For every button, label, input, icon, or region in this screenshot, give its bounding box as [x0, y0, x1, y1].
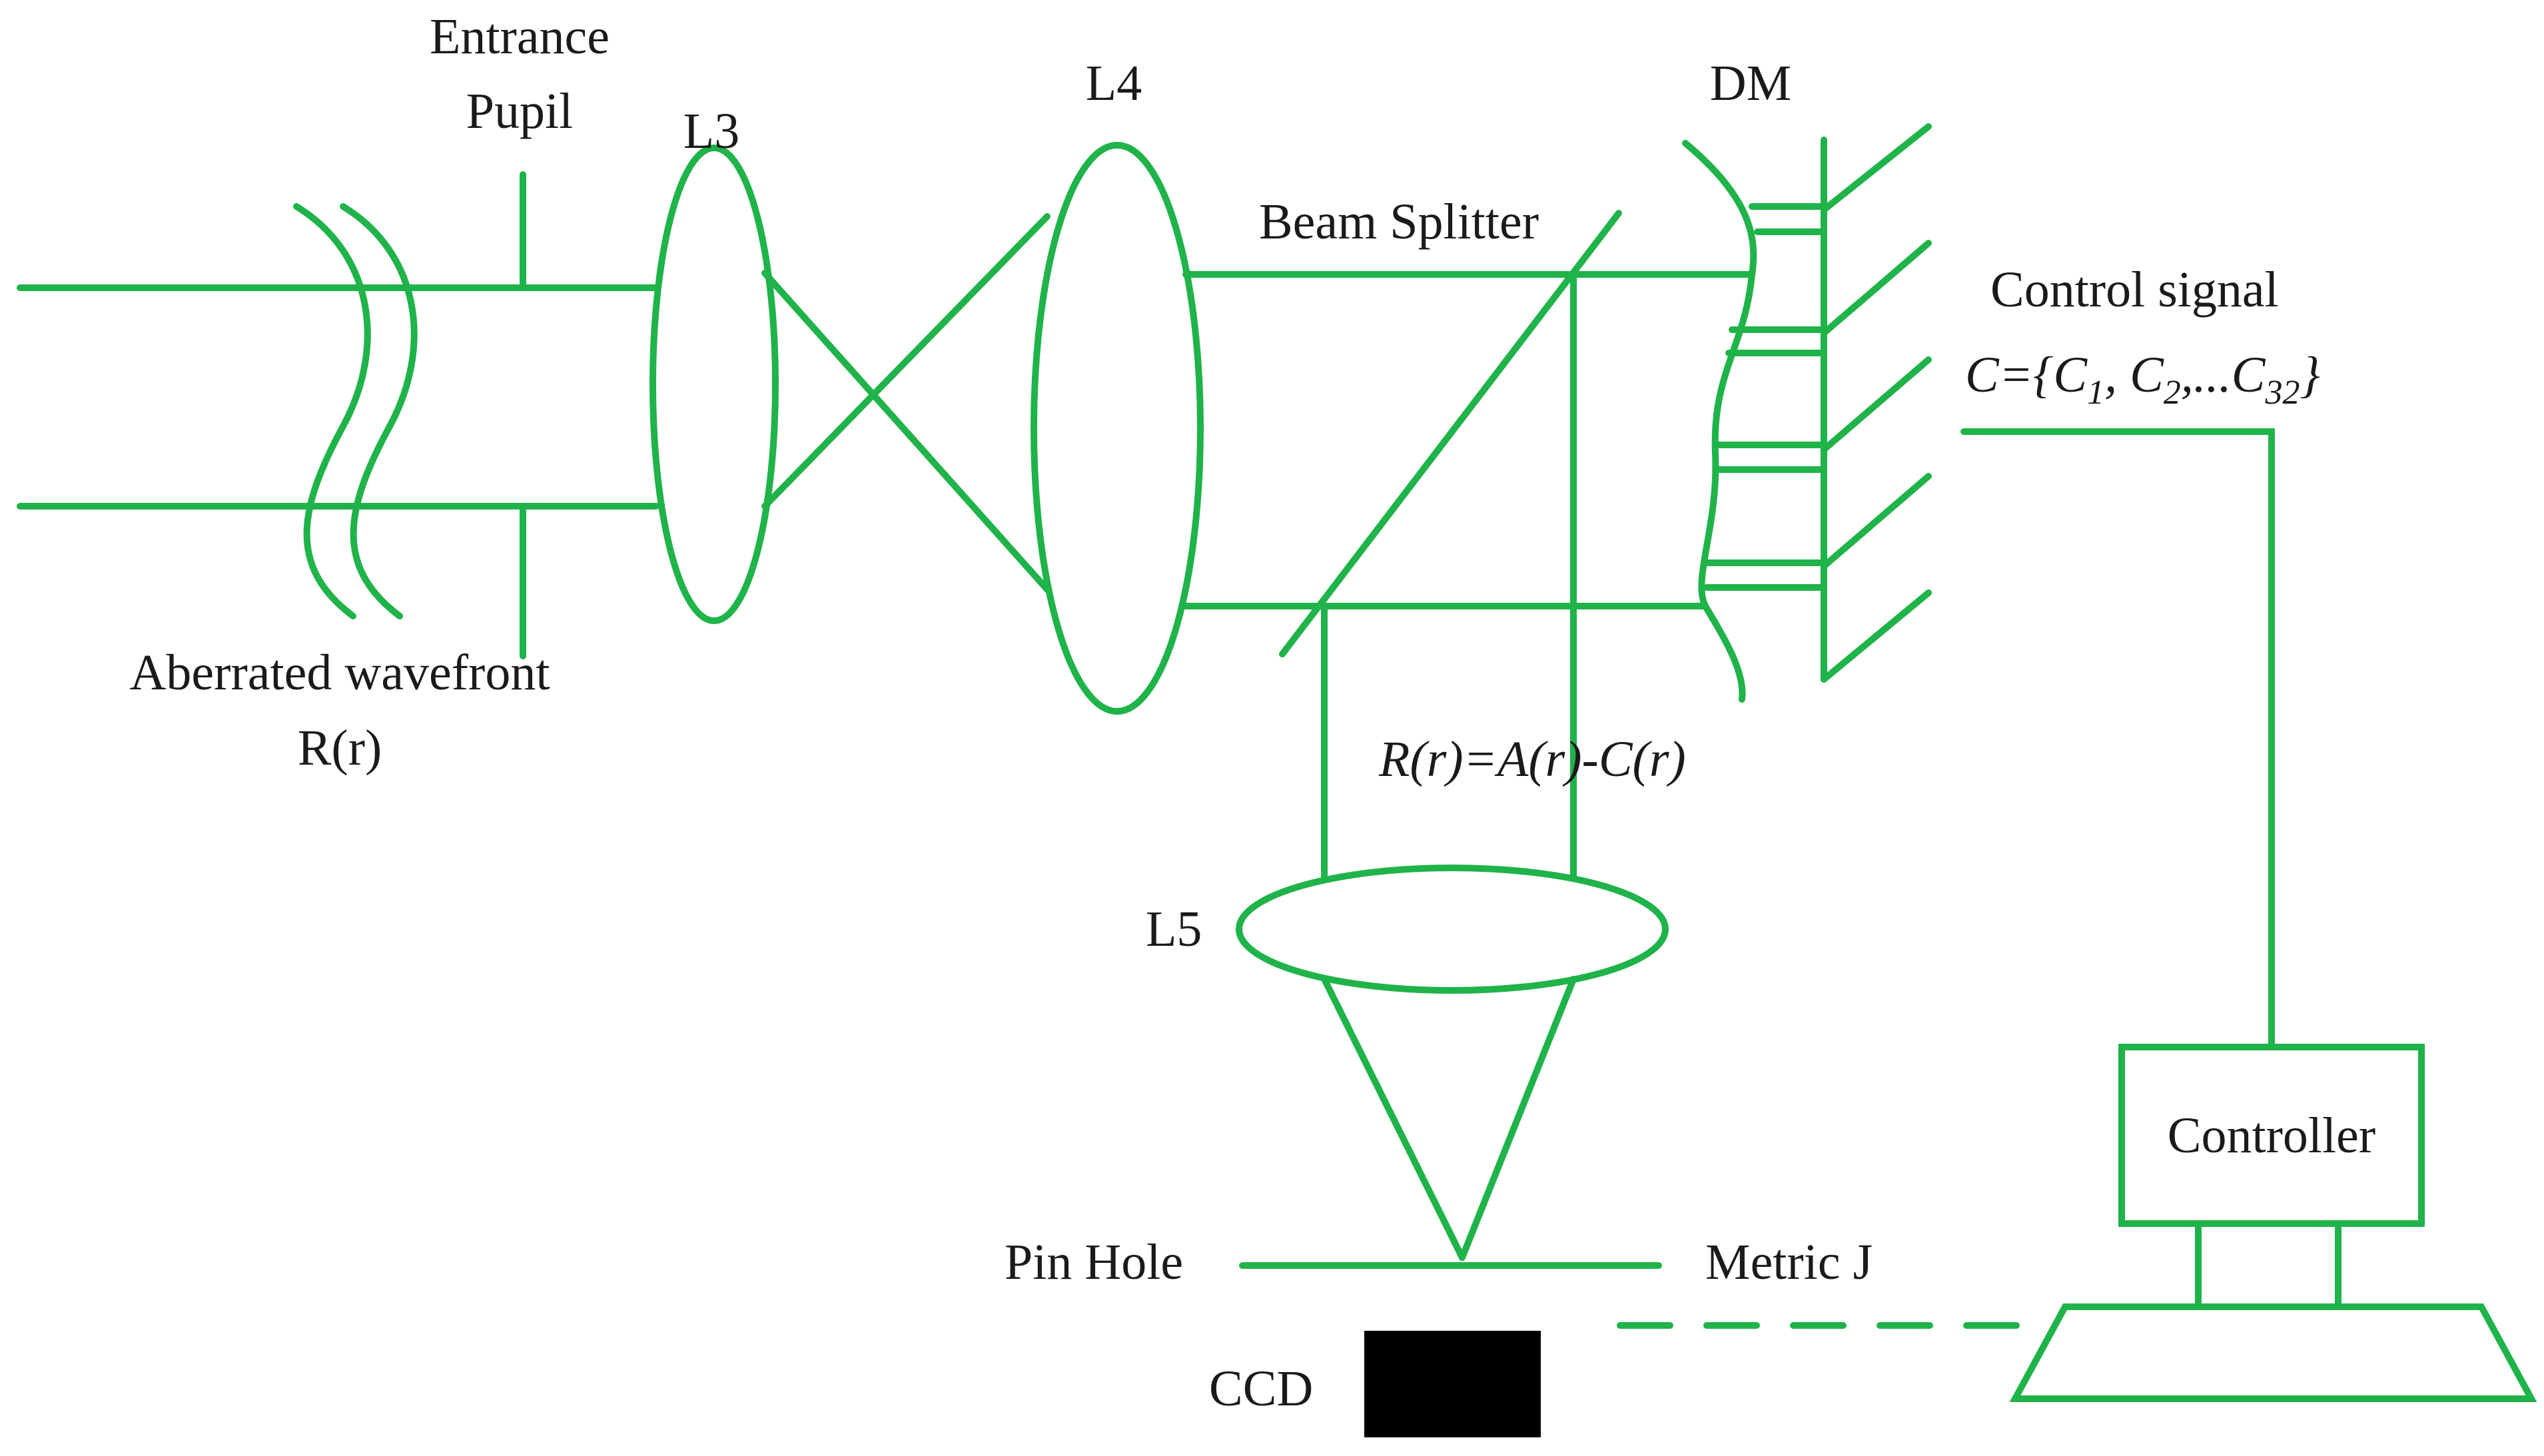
ray-cross-up: [761, 213, 1051, 510]
label-controller: Controller: [2168, 1108, 2375, 1164]
control-vector-sep-1: , C: [2104, 347, 2164, 403]
control-vector-sub-2: 2: [2164, 374, 2181, 412]
label-residual-equation: R(r)=A(r)-C(r): [1378, 731, 1686, 787]
control-vector-prefix: C={C: [1965, 347, 2088, 403]
wavefront-curve-right: [340, 203, 418, 619]
label-entrance: Entrance: [430, 9, 610, 65]
label-l5: L5: [1146, 901, 1202, 957]
label-beam-splitter: Beam Splitter: [1259, 194, 1539, 250]
ray-cross-down: [761, 270, 1051, 593]
label-dm: DM: [1710, 55, 1791, 111]
control-vector-sub-3: 32: [2264, 374, 2300, 412]
label-control-vector: C={C1, C2,...C32}: [1965, 347, 2320, 412]
dm-hatch-4: [1821, 473, 1932, 569]
lens-l4: [1031, 142, 1204, 715]
label-r-of-r: R(r): [298, 720, 382, 776]
deformable-mirror-surface: [1682, 140, 1757, 703]
lens-l3: [649, 145, 779, 624]
label-pupil: Pupil: [466, 83, 574, 139]
dm-hatch-1: [1821, 123, 1932, 213]
control-vector-suffix: }: [2300, 347, 2320, 403]
lens-l5: [1236, 865, 1669, 994]
control-vector-sep-2: ,...C: [2181, 347, 2266, 403]
label-control-signal: Control signal: [1990, 262, 2279, 318]
ccd-sensor: [1364, 1331, 1541, 1437]
focus-ray-right: [1459, 976, 1577, 1261]
label-l4: L4: [1086, 55, 1142, 111]
dm-hatch-3: [1821, 356, 1932, 453]
label-ccd: CCD: [1209, 1361, 1313, 1417]
beam-splitter: [1279, 210, 1622, 657]
wavefront-curve-left: [293, 203, 371, 619]
dm-hatch-5: [1821, 589, 1932, 683]
label-l3: L3: [683, 103, 739, 159]
dm-hatch-2: [1821, 240, 1932, 336]
label-metric-j: Metric J: [1705, 1234, 1873, 1290]
focus-ray-left: [1321, 976, 1466, 1261]
control-signal-line: [1960, 428, 2275, 1050]
label-pin-hole: Pin Hole: [1005, 1234, 1183, 1290]
controller-base: [2009, 1303, 2537, 1402]
label-aberrated-wavefront: Aberrated wavefront: [130, 645, 550, 701]
control-vector-sub-1: 1: [2087, 374, 2104, 412]
